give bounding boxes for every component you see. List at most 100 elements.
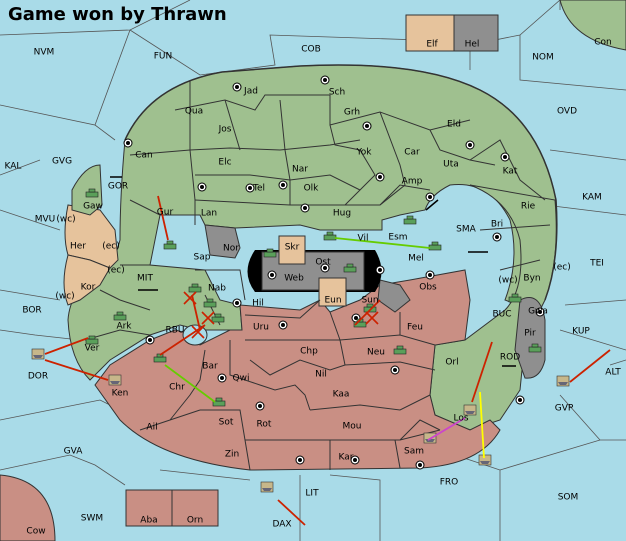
order-arrow: [479, 391, 485, 459]
label-nvm: NVM: [34, 48, 55, 58]
label-los: Los: [453, 414, 468, 424]
order-arrow: [427, 417, 466, 441]
coast-label: (wc): [56, 215, 75, 225]
province-aba[interactable]: [125, 489, 173, 527]
label-kup: KUP: [572, 327, 590, 337]
label-lan: Lan: [201, 209, 217, 219]
order-arrow: [334, 237, 431, 249]
province-her[interactable]: [64, 204, 119, 269]
province-skr[interactable]: [278, 235, 306, 265]
label-jos: Jos: [218, 125, 232, 135]
supply-center-dot: [378, 175, 382, 179]
supply-center-dot: [235, 85, 239, 89]
game-title: Game won by Thrawn: [8, 4, 227, 25]
supply-center-dot: [503, 155, 507, 159]
coast-label: (ec): [107, 266, 125, 276]
label-alt: ALT: [605, 368, 621, 378]
label-kar: Kar: [339, 453, 354, 463]
label-yok: Yok: [355, 148, 372, 158]
label-qua: Qua: [185, 107, 203, 117]
label-bri: Bri: [491, 220, 503, 230]
army-unit[interactable]: [113, 311, 127, 321]
failed-order-mark: [183, 291, 197, 305]
supply-center-dot: [298, 458, 302, 462]
label-tel: Tel: [252, 184, 265, 194]
army-unit[interactable]: [508, 293, 522, 303]
label-ost: Ost: [315, 258, 331, 268]
label-mel: Mel: [408, 254, 424, 264]
supply-center-dot: [281, 323, 285, 327]
label-hug: Hug: [333, 209, 351, 219]
fleet-unit[interactable]: [463, 404, 477, 416]
label-kaa: Kaa: [333, 390, 350, 400]
fleet-unit[interactable]: [260, 481, 274, 493]
order-arrows: [44, 176, 611, 526]
fleet-unit[interactable]: [31, 348, 45, 360]
order-arrow: [277, 499, 306, 526]
army-unit[interactable]: [263, 248, 277, 258]
province-orn[interactable]: [171, 489, 219, 527]
impassable-nor-ridge: [204, 224, 241, 259]
order-arrow: [159, 324, 206, 356]
label-nil: Nil: [315, 370, 327, 380]
army-unit[interactable]: [343, 263, 357, 273]
province-elf[interactable]: [405, 14, 455, 52]
label-rod: ROD: [500, 353, 520, 363]
label-ark: Ark: [116, 322, 132, 332]
label-obs: Obs: [419, 283, 437, 293]
label-sma: SMA: [456, 225, 476, 235]
label-uta: Uta: [443, 160, 459, 170]
army-unit[interactable]: [163, 240, 177, 250]
label-gva: GVA: [64, 447, 84, 457]
supply-center-dot: [378, 268, 382, 272]
label-rbu: RBU: [165, 326, 184, 336]
army-unit[interactable]: [211, 313, 225, 323]
label-rot: Rot: [257, 420, 272, 430]
label-dax: DAX: [272, 520, 291, 530]
label-kat: Kat: [503, 167, 518, 177]
label-con: Con: [594, 38, 612, 48]
label-uru: Uru: [253, 323, 269, 333]
supply-center-dot: [220, 376, 224, 380]
province-kor[interactable]: [63, 254, 111, 306]
label-nab: Nab: [208, 284, 226, 294]
label-sap: Sap: [194, 253, 211, 263]
army-unit[interactable]: [528, 343, 542, 353]
label-web: Web: [284, 274, 304, 284]
label-qwi: Qwi: [233, 374, 250, 384]
army-unit[interactable]: [85, 188, 99, 198]
army-unit[interactable]: [212, 397, 226, 407]
army-unit[interactable]: [393, 345, 407, 355]
fleet-unit[interactable]: [108, 374, 122, 386]
province-pir[interactable]: [514, 297, 546, 379]
label-ver: Ver: [85, 344, 100, 354]
supply-center-dot: [303, 206, 307, 210]
order-arrow: [157, 195, 169, 241]
supply-center-dot: [126, 141, 130, 145]
label-hil: Hil: [252, 299, 264, 309]
supply-center-dot: [270, 273, 274, 277]
label-mou: Mou: [343, 422, 362, 432]
label-pir: Pir: [524, 329, 536, 339]
label-eun: Eun: [324, 296, 341, 306]
army-unit[interactable]: [403, 215, 417, 225]
province-hel[interactable]: [453, 14, 499, 52]
label-dor: DOR: [28, 372, 48, 382]
army-unit[interactable]: [203, 298, 217, 308]
supply-center-dot: [495, 235, 499, 239]
label-eld: Eld: [447, 120, 461, 130]
label-gvp: GVP: [555, 404, 574, 414]
label-neu: Neu: [367, 348, 385, 358]
failed-order-mark: [365, 311, 379, 325]
province-gaw[interactable]: [71, 164, 103, 216]
fleet-unit[interactable]: [478, 454, 492, 466]
province-eun[interactable]: [318, 277, 347, 307]
label-sch: Sch: [329, 88, 345, 98]
label-sam: Sam: [404, 447, 424, 457]
label-zin: Zin: [225, 450, 239, 460]
order-arrow: [44, 359, 109, 381]
fleet-unit[interactable]: [556, 375, 570, 387]
army-unit[interactable]: [85, 335, 99, 345]
label-lit: LIT: [305, 489, 319, 499]
